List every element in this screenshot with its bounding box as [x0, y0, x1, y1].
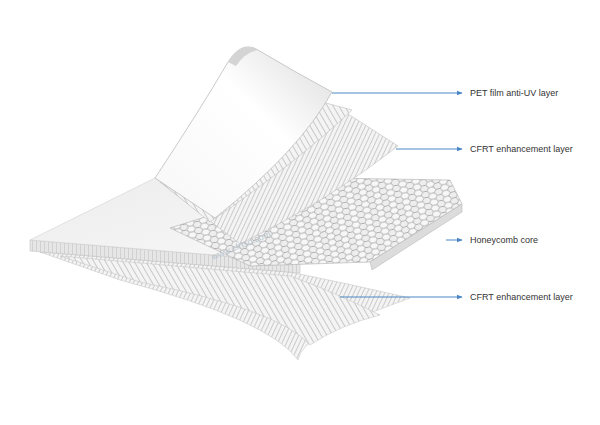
leader-line: [446, 240, 462, 241]
layer-label: Honeycomb core: [470, 235, 538, 246]
layer-label: CFRT enhancement layer: [470, 144, 573, 155]
leader-line: [332, 93, 462, 94]
leader-line: [396, 149, 462, 150]
leader-line: [340, 297, 462, 298]
layer-label: CFRT enhancement layer: [470, 292, 573, 303]
layer-label: PET film anti-UV layer: [470, 88, 558, 99]
